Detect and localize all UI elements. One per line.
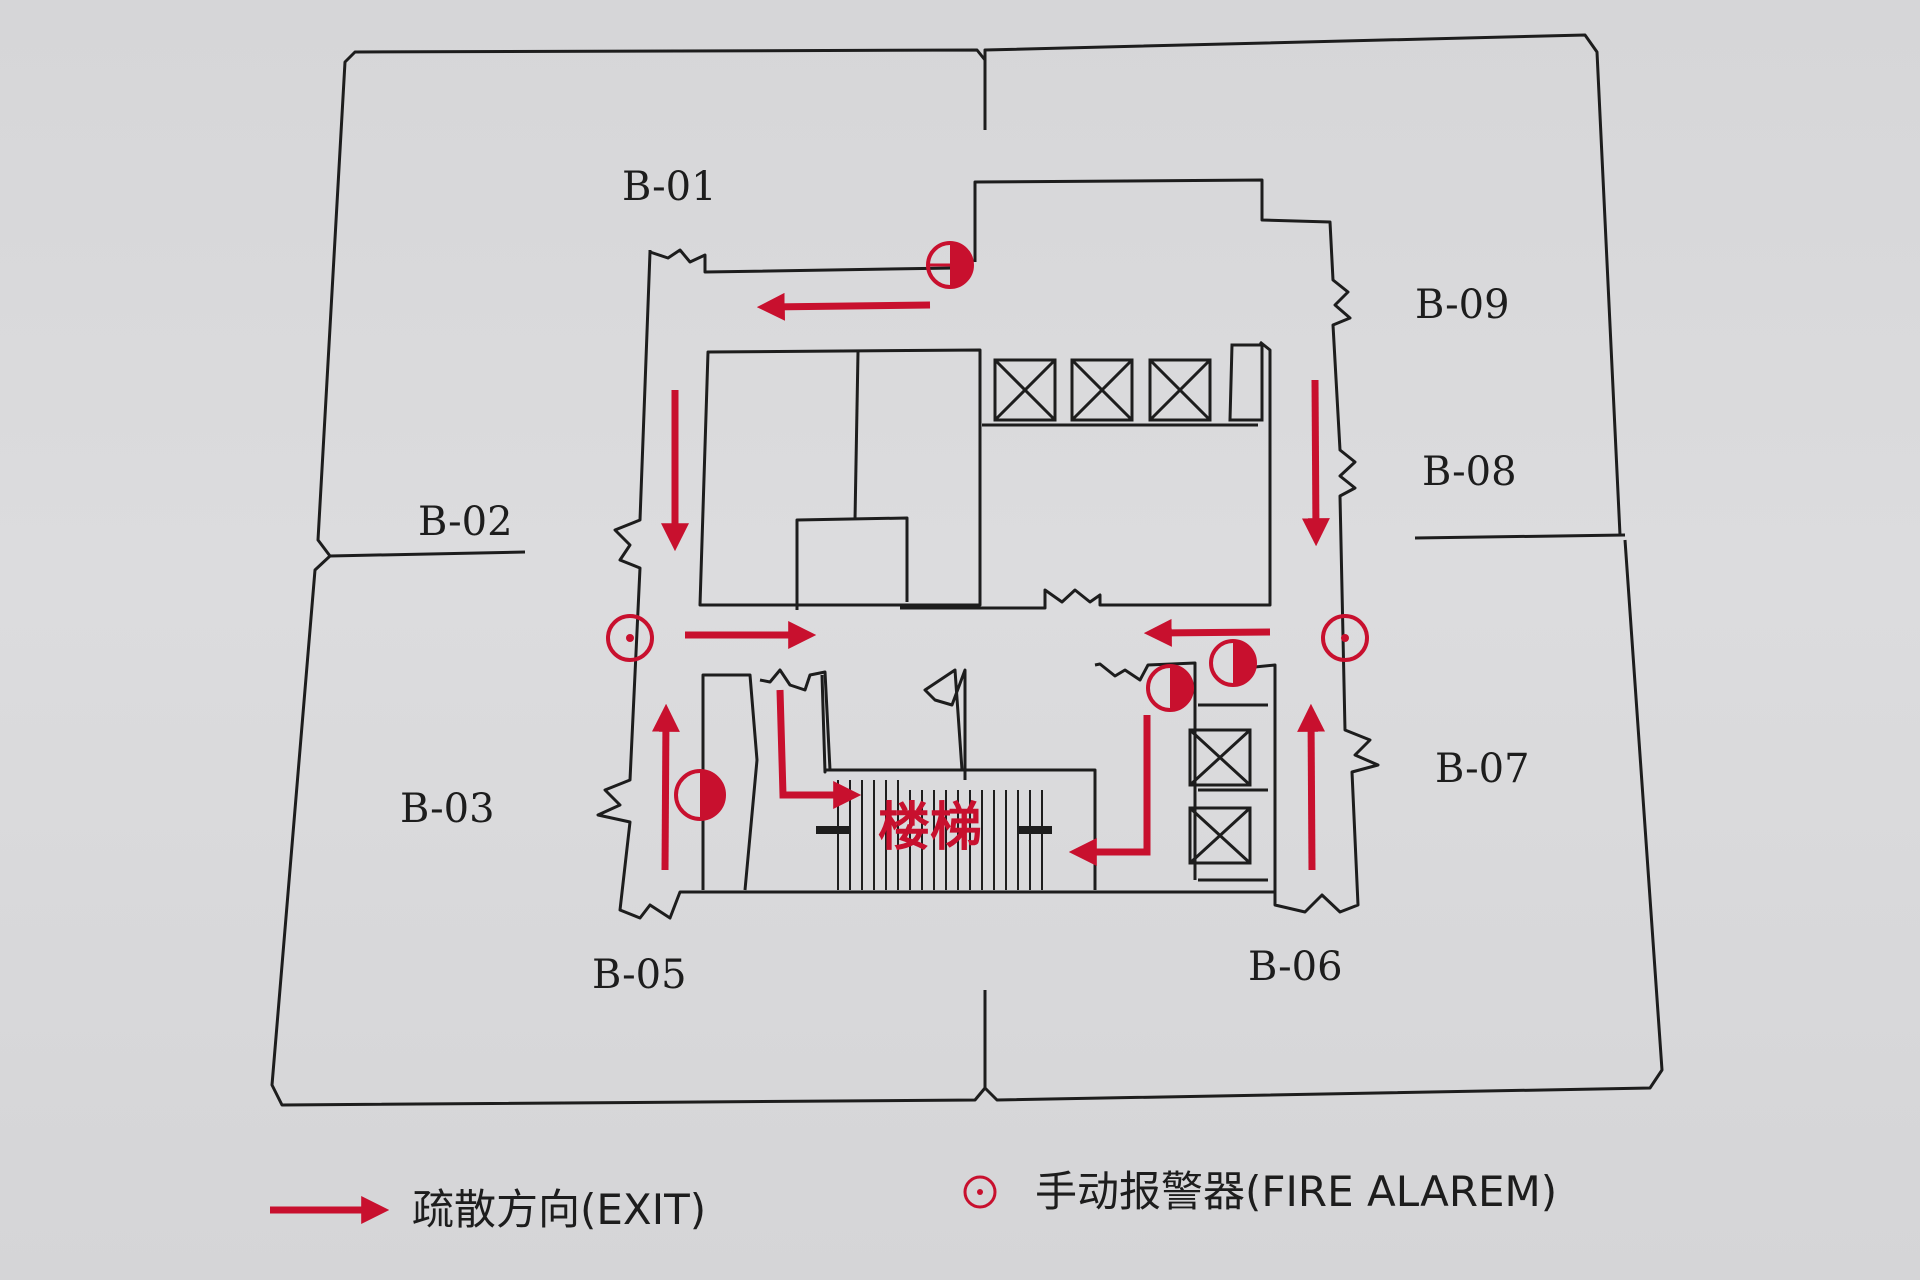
unit-label-b07: B-07: [1435, 746, 1530, 792]
unit-label-b08: B-08: [1422, 449, 1517, 495]
unit-label-b05: B-05: [592, 952, 687, 998]
manual-alarm-icons: [606, 614, 1369, 662]
arrow-top: [756, 292, 931, 321]
unit-label-b03: B-03: [400, 786, 495, 832]
interior-rooms: [698, 340, 1272, 891]
manual-alarm-icon: [1321, 614, 1369, 662]
unit-label-b09: B-09: [1415, 282, 1510, 328]
legend-label-alarm: 手动报警器(FIRE ALAREM): [1035, 1167, 1557, 1216]
fire-hydrant-icon: [674, 769, 726, 821]
elevator-shafts: [993, 343, 1264, 865]
stair-landing-mark-left: [816, 826, 850, 834]
unit-label-b06: B-06: [1248, 944, 1343, 990]
legend-label-exit: 疏散方向(EXIT): [412, 1185, 706, 1234]
arrow-left-lower: [651, 703, 680, 871]
arrow-right-lower: [1297, 703, 1326, 871]
arrow-right-upper: [1301, 379, 1330, 547]
fire-hydrant-icon: [926, 241, 974, 289]
stair-label: 楼梯: [878, 798, 982, 858]
legend-alarm-icon: [963, 1175, 997, 1209]
arrow-to-stair-right: [1068, 715, 1151, 866]
unit-label-b02: B-02: [418, 499, 513, 545]
fire-hydrant-icon: [1146, 664, 1194, 712]
arrow-to-stair-left: [776, 689, 862, 809]
evacuation-arrows: [651, 292, 1330, 871]
arrow-right-to-center: [1143, 618, 1271, 647]
unit-label-b01: B-01: [622, 164, 717, 210]
fire-hydrant-icon: [1209, 639, 1257, 687]
stair-landing-mark-right: [1018, 826, 1052, 834]
manual-alarm-icon: [606, 614, 654, 662]
building-outline: [270, 33, 1664, 1107]
core-walls: [596, 178, 1380, 920]
fire-hydrant-icons: [674, 241, 1257, 821]
legend: 疏散方向(EXIT) 手动报警器(FIRE ALAREM): [270, 1167, 1557, 1234]
